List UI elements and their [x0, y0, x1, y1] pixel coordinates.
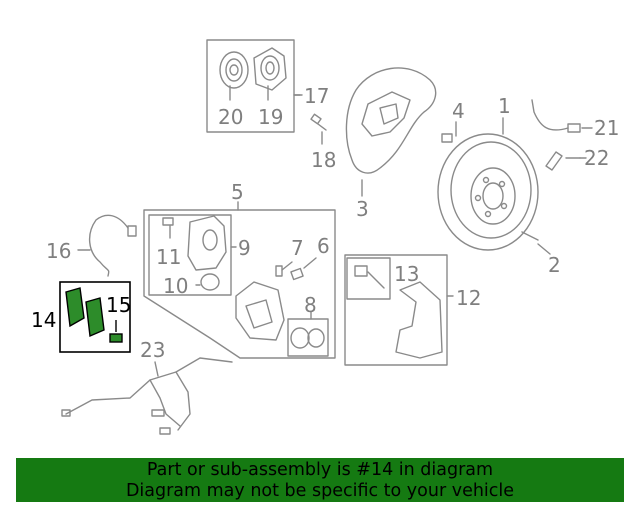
- callout-11[interactable]: 11: [156, 245, 182, 269]
- callout-15[interactable]: 15: [106, 293, 132, 317]
- caliper-housing-9: [187, 215, 237, 271]
- callout-2[interactable]: 2: [548, 253, 561, 277]
- seal-10: [195, 273, 220, 291]
- wear-sensor-21: [531, 99, 593, 133]
- caliper-carrier: [235, 281, 285, 341]
- callout-19[interactable]: 19: [258, 105, 284, 129]
- callout-9[interactable]: 9: [238, 236, 251, 260]
- callout-12[interactable]: 12: [456, 286, 482, 310]
- callout-14[interactable]: 14: [31, 308, 57, 332]
- bracket-group-box: [344, 254, 448, 366]
- bolt-4: [441, 121, 457, 143]
- callout-1[interactable]: 1: [498, 94, 511, 118]
- caliper-group-box: [143, 209, 336, 359]
- pad-bolt-15: [109, 320, 123, 343]
- callout-17[interactable]: 17: [304, 84, 330, 108]
- callout-6[interactable]: 6: [317, 234, 330, 258]
- caliper-bracket-12: [395, 281, 454, 359]
- callout-13[interactable]: 13: [394, 262, 420, 286]
- abs-sensor-16: [77, 214, 137, 277]
- callout-10[interactable]: 10: [163, 274, 189, 298]
- banner-line-1: Part or sub-assembly is #14 in diagram: [146, 460, 494, 480]
- callout-22[interactable]: 22: [584, 146, 610, 170]
- wheel-hub-20: [219, 51, 249, 101]
- hub-group-box: [206, 39, 295, 133]
- callout-7[interactable]: 7: [291, 236, 304, 260]
- callout-23[interactable]: 23: [140, 338, 166, 362]
- part-6: [290, 257, 317, 281]
- brake-pad-group-14: [59, 281, 131, 353]
- bolt-18: [310, 113, 327, 145]
- info-banner: Part or sub-assembly is #14 in diagram D…: [16, 458, 624, 502]
- seal-kit-8: [290, 311, 325, 349]
- callout-16[interactable]: 16: [46, 239, 72, 263]
- sensor-22: [545, 151, 581, 171]
- brake-disc-1: [437, 117, 539, 251]
- wiring-harness-23: [61, 357, 233, 435]
- caliper-sub-box-8: [287, 318, 329, 357]
- bolt-11: [162, 217, 174, 239]
- callout-3[interactable]: 3: [356, 197, 369, 221]
- part-7: [275, 261, 293, 277]
- callout-8[interactable]: 8: [304, 293, 317, 317]
- wheel-bearing-19: [253, 47, 287, 101]
- callout-21[interactable]: 21: [594, 116, 620, 140]
- callout-20[interactable]: 20: [218, 105, 244, 129]
- brake-pad-14: [65, 287, 105, 338]
- guide-pin-13: [354, 265, 385, 289]
- callout-18[interactable]: 18: [311, 148, 337, 172]
- splash-shield-3: [345, 67, 437, 197]
- callout-5[interactable]: 5: [231, 180, 244, 204]
- brake-pad-box: [59, 281, 131, 353]
- bracket-sub-box-13: [346, 257, 391, 300]
- banner-line-2: Diagram may not be specific to your vehi…: [125, 481, 515, 501]
- bolt-2: [521, 231, 551, 255]
- caliper-sub-box-9: [148, 214, 232, 296]
- callout-4[interactable]: 4: [452, 99, 465, 123]
